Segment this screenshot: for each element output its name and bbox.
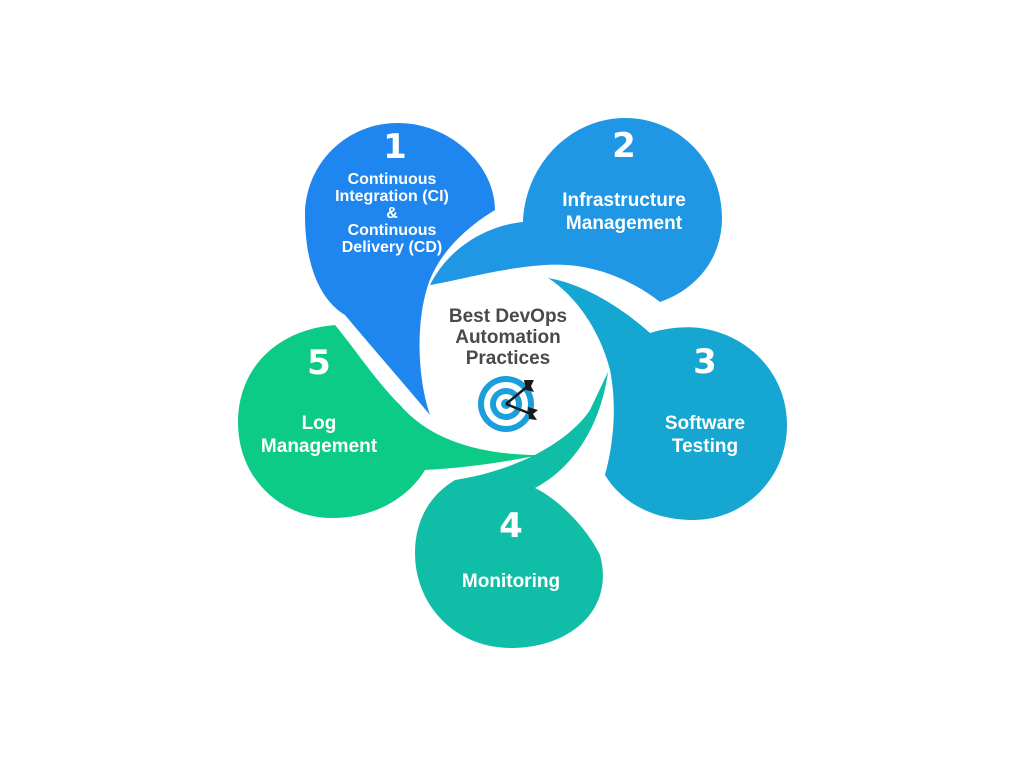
petal-1-label-line-3: & bbox=[386, 205, 398, 222]
petal-2-number: 2 bbox=[612, 126, 636, 166]
petal-5-label-line-2: Management bbox=[261, 436, 378, 457]
center-hub: Best DevOps Automation Practices bbox=[449, 306, 567, 432]
petal-1-shape bbox=[305, 123, 495, 415]
petal-3-label-line-1: Software bbox=[665, 413, 745, 434]
petal-1-label-line-2: Integration (CI) bbox=[335, 188, 449, 205]
petal-1: 1 Continuous Integration (CI) & Continuo… bbox=[305, 123, 495, 415]
petal-2-label-line-1: Infrastructure bbox=[562, 190, 686, 211]
petal-5-number: 5 bbox=[307, 343, 331, 383]
petal-3-shape bbox=[548, 278, 787, 520]
petal-4-label-line-1: Monitoring bbox=[462, 571, 560, 592]
petal-5-shape bbox=[238, 325, 540, 518]
petal-5-label-line-1: Log bbox=[302, 413, 337, 434]
petal-3-label-line-2: Testing bbox=[672, 436, 738, 457]
petal-1-number: 1 bbox=[383, 127, 407, 167]
petal-1-label-line-5: Delivery (CD) bbox=[342, 239, 442, 256]
petal-4-shape bbox=[415, 372, 608, 648]
petal-4-number: 4 bbox=[499, 506, 523, 546]
center-title-line-2: Automation bbox=[455, 327, 561, 348]
center-title-line-1: Best DevOps bbox=[449, 306, 567, 327]
petal-3-number: 3 bbox=[693, 342, 717, 382]
petal-2: 2 Infrastructure Management bbox=[430, 118, 722, 302]
center-title-line-3: Practices bbox=[466, 348, 551, 369]
petal-5: 5 Log Management bbox=[238, 325, 540, 518]
petal-1-label-line-4: Continuous bbox=[348, 222, 437, 239]
petal-2-label-line-2: Management bbox=[566, 213, 683, 234]
petal-1-label-line-1: Continuous bbox=[348, 171, 437, 188]
petal-2-shape bbox=[430, 118, 722, 302]
petal-4: 4 Monitoring bbox=[415, 372, 608, 648]
target-with-darts-icon bbox=[478, 376, 538, 432]
petal-3: 3 Software Testing bbox=[548, 278, 787, 520]
